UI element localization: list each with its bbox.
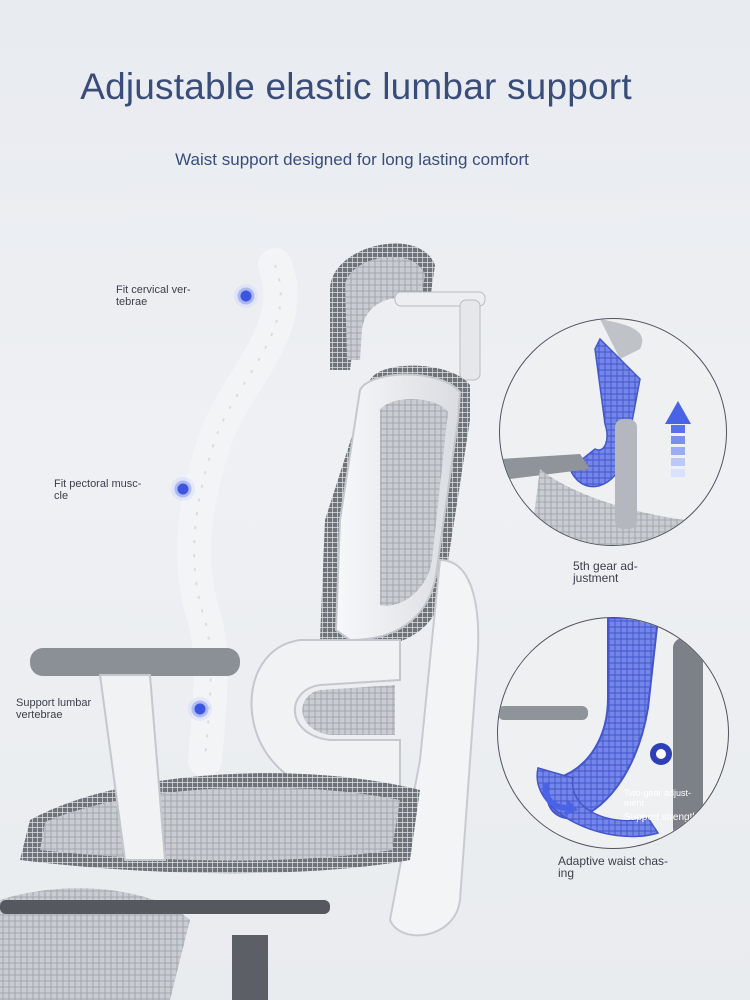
page-subtitle: Waist support designed for long lasting … [175, 150, 529, 169]
label-pectoral: Fit pectoral musc- cle [54, 478, 142, 502]
lumbar-dot [188, 697, 212, 721]
pectoral-dot [171, 477, 195, 501]
callout-adaptive-waist: Two-gear adjust- ment Support strength [497, 617, 729, 849]
label-adaptive-waist: Adaptive waist chas- ing [558, 854, 669, 880]
cervical-dot [234, 284, 258, 308]
label-two-gear: Two-gear adjust- ment [624, 788, 692, 808]
label-support-strength: Support strength [624, 812, 698, 823]
callout-gear-adjustment [499, 318, 727, 546]
page-title: Adjustable elastic lumbar support [80, 66, 632, 107]
label-cervical: Fit cervical ver- tebrae [116, 284, 191, 308]
label-lumbar: Support lumbar vertebrae [16, 697, 92, 721]
label-gear-adjustment: 5th gear ad- justment [573, 559, 638, 585]
